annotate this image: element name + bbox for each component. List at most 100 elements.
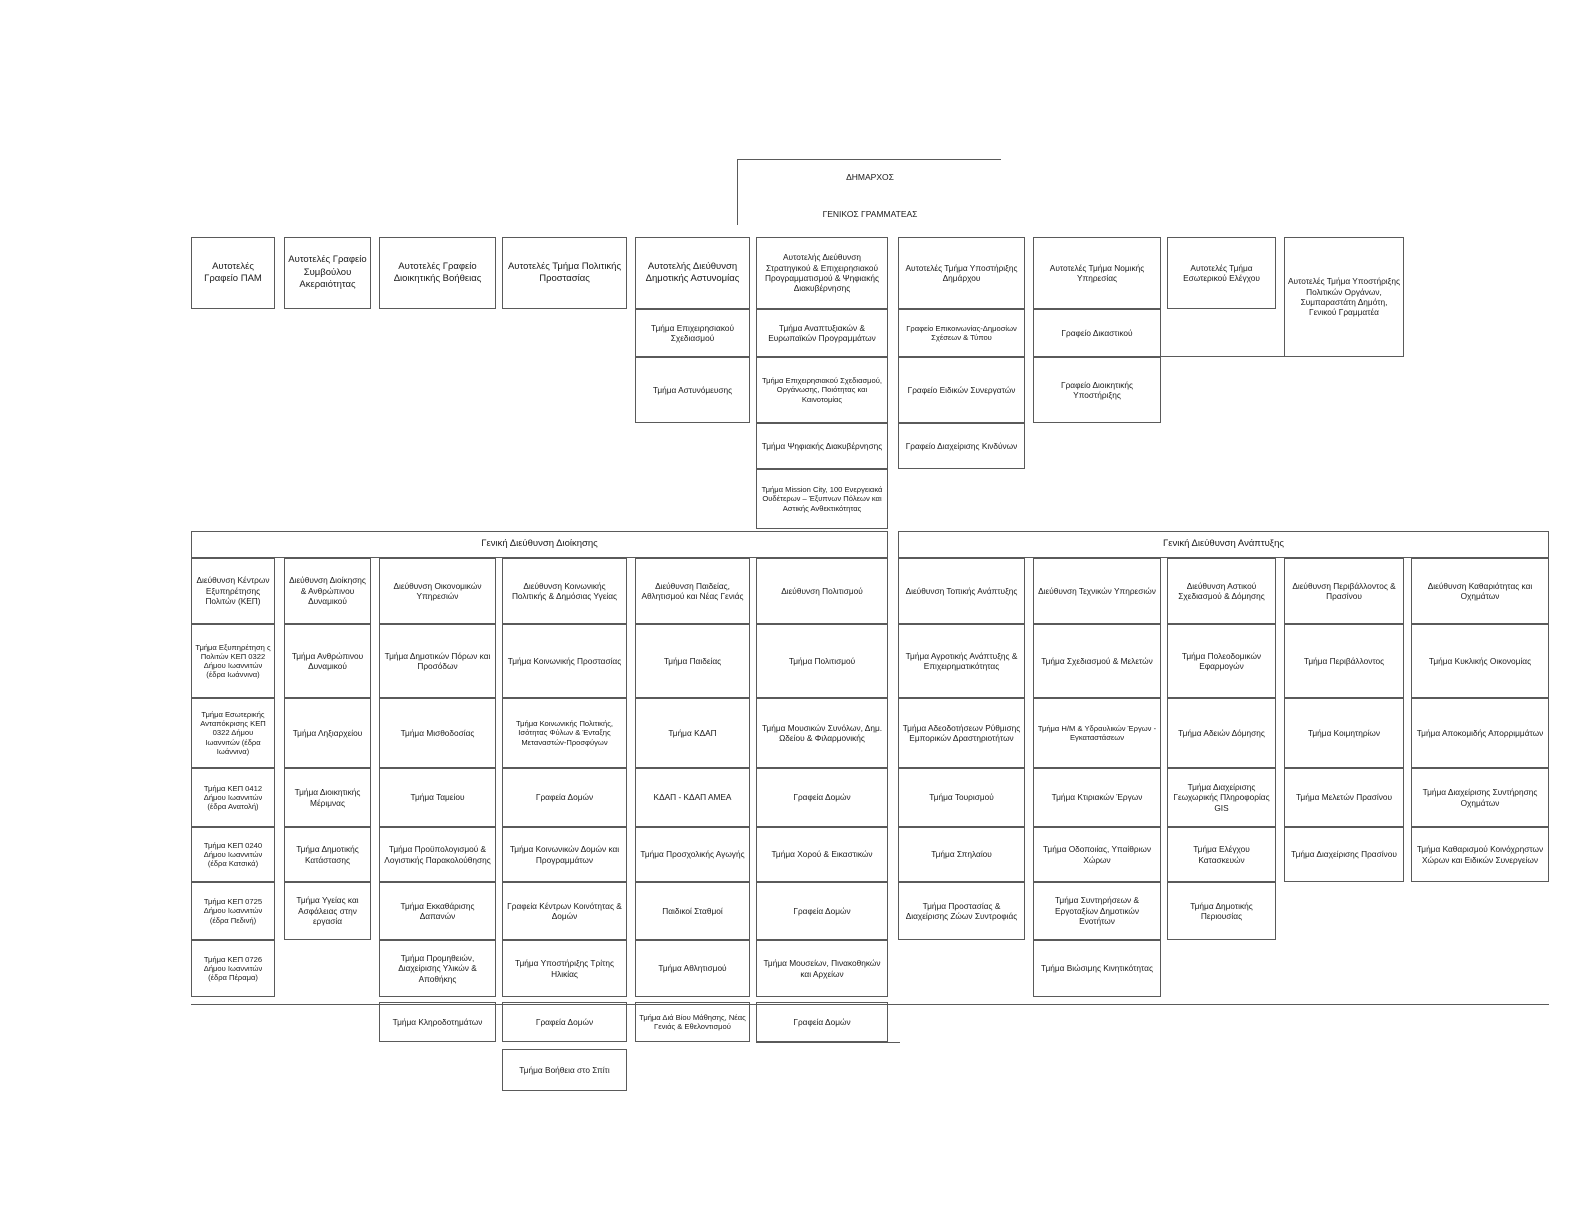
top-line xyxy=(737,159,1001,160)
legal-unit: Γραφείο Δικαστικού xyxy=(1033,309,1161,357)
education-unit: Τμήμα Προσχολικής Αγωγής xyxy=(635,827,750,882)
directorate-culture: Διεύθυνση Πολιτισμού xyxy=(756,558,888,624)
technical-services-unit: Τμήμα Οδοποιίας, Υπαίθριων Χώρων xyxy=(1033,827,1161,882)
directorate-admin-hr: Διεύθυνση Διοίκησης & Ανθρώπινου Δυναμικ… xyxy=(284,558,371,624)
cleaning-vehicles-unit: Τμήμα Κυκλικής Οικονομίας xyxy=(1411,624,1549,698)
culture-unit: Τμήμα Μουσικών Συνόλων, Δημ. Ωδείου & Φι… xyxy=(756,698,888,768)
finance-unit: Τμήμα Εκκαθάρισης Δαπανών xyxy=(379,882,496,940)
directorate-kep: Διεύθυνση Κέντρων Εξυπηρέτησης Πολιτών (… xyxy=(191,558,275,624)
admin-hr-unit: Τμήμα Δημοτικής Κατάστασης xyxy=(284,827,371,882)
kep-unit: Τμήμα ΚΕΠ 0240 Δήμου Ιωαννιτών (έδρα Κατ… xyxy=(191,827,275,882)
finance-unit: Τμήμα Δημοτικών Πόρων και Προσόδων xyxy=(379,624,496,698)
separator-line xyxy=(191,1004,1549,1005)
kep-unit: Τμήμα ΚΕΠ 0412 Δήμου Ιωαννιτών (έδρα Ανα… xyxy=(191,768,275,827)
mayor-support-unit: Γραφείο Διαχείρισης Κινδύνων xyxy=(898,423,1025,469)
finance-unit: Τμήμα Κληροδοτημάτων xyxy=(379,1002,496,1042)
culture-unit: Τμήμα Μουσείων, Πινακοθηκών και Αρχείων xyxy=(756,940,888,997)
culture-unit: Γραφεία Δομών xyxy=(756,882,888,940)
connector-line xyxy=(1161,356,1285,357)
environment-unit: Τμήμα Περιβάλλοντος xyxy=(1284,624,1404,698)
social-policy-unit: Τμήμα Βοήθεια στο Σπίτι xyxy=(502,1049,627,1091)
directorate-environment: Διεύθυνση Περιβάλλοντος & Πρασίνου xyxy=(1284,558,1404,624)
directorate-cleaning-vehicles: Διεύθυνση Καθαριότητας και Οχημάτων xyxy=(1411,558,1549,624)
admin-hr-unit: Τμήμα Διοικητικής Μέριμνας xyxy=(284,768,371,827)
independent-dept-legal: Αυτοτελές Τμήμα Νομικής Υπηρεσίας xyxy=(1033,237,1161,309)
directorate-social-policy: Διεύθυνση Κοινωνικής Πολιτικής & Δημόσια… xyxy=(502,558,627,624)
strategic-unit: Τμήμα Mission City, 100 Ενεργειακά Ουδέτ… xyxy=(756,469,888,529)
urban-planning-unit: Τμήμα Αδειών Δόμησης xyxy=(1167,698,1276,768)
general-directorate-admin: Γενική Διεύθυνση Διοίκησης xyxy=(191,531,888,558)
legal-unit: Γραφείο Διοικητικής Υποστήριξης xyxy=(1033,357,1161,423)
urban-planning-unit: Τμήμα Διαχείρισης Γεωχωρικής Πληροφορίας… xyxy=(1167,768,1276,827)
independent-office-pam: Αυτοτελές Γραφείο ΠΑΜ xyxy=(191,237,275,309)
mayor-support-unit: Γραφείο Επικοινωνίας-Δημοσίων Σχέσεων & … xyxy=(898,309,1025,357)
top-left-line xyxy=(737,159,738,225)
mayor-label: ΔΗΜΑΡΧΟΣ xyxy=(846,172,894,183)
general-secretary-label: ΓΕΝΙΚΟΣ ΓΡΑΜΜΑΤΕΑΣ xyxy=(822,209,918,220)
technical-services-unit: Τμήμα Συντηρήσεων & Εργοταξίων Δημοτικών… xyxy=(1033,882,1161,940)
culture-unit: Γραφεία Δομών xyxy=(756,1002,888,1042)
kep-unit: Τμήμα ΚΕΠ 0725 Δήμου Ιωαννιτών (έδρα Πεδ… xyxy=(191,882,275,940)
technical-services-unit: Τμήμα Κτιριακών Έργων xyxy=(1033,768,1161,827)
admin-hr-unit: Τμήμα Ανθρώπινου Δυναμικού xyxy=(284,624,371,698)
independent-dept-mayor-support: Αυτοτελές Τμήμα Υποστήριξης Δημάρχου xyxy=(898,237,1025,309)
general-directorate-development: Γενική Διεύθυνση Ανάπτυξης xyxy=(898,531,1549,558)
directorate-education: Διεύθυνση Παιδείας, Αθλητισμού και Νέας … xyxy=(635,558,750,624)
education-unit: Παιδικοί Σταθμοί xyxy=(635,882,750,940)
technical-services-unit: Τμήμα Σχεδιασμού & Μελετών xyxy=(1033,624,1161,698)
kep-unit: Τμήμα ΚΕΠ 0726 Δήμου Ιωαννιτών (έδρα Πέρ… xyxy=(191,940,275,997)
social-policy-unit: Γραφεία Κέντρων Κοινότητας & Δομών xyxy=(502,882,627,940)
cleaning-vehicles-unit: Τμήμα Καθαρισμού Κοινόχρηστων Χώρων και … xyxy=(1411,827,1549,882)
local-development-unit: Τμήμα Σπηλαίου xyxy=(898,827,1025,882)
police-unit: Τμήμα Αστυνόμευσης xyxy=(635,357,750,423)
culture-unit: Τμήμα Πολιτισμού xyxy=(756,624,888,698)
urban-planning-unit: Τμήμα Πολεοδομικών Εφαρμογών xyxy=(1167,624,1276,698)
independent-directorate-strategic: Αυτοτελής Διεύθυνση Στρατηγικού & Επιχει… xyxy=(756,237,888,309)
education-unit: Τμήμα Παιδείας xyxy=(635,624,750,698)
technical-services-unit: Τμήμα Βιώσιμης Κινητικότητας xyxy=(1033,940,1161,997)
culture-unit: Τμήμα Χορού & Εικαστικών xyxy=(756,827,888,882)
finance-unit: Τμήμα Ταμείου xyxy=(379,768,496,827)
directorate-finance: Διεύθυνση Οικονομικών Υπηρεσιών xyxy=(379,558,496,624)
directorate-urban-planning: Διεύθυνση Αστικού Σχεδιασμού & Δόμησης xyxy=(1167,558,1276,624)
local-development-unit: Τμήμα Αγροτικής Ανάπτυξης & Επιχειρηματι… xyxy=(898,624,1025,698)
finance-unit: Τμήμα Προμηθειών, Διαχείρισης Υλικών & Α… xyxy=(379,940,496,997)
education-unit: ΚΔΑΠ - ΚΔΑΠ ΑΜΕΑ xyxy=(635,768,750,827)
social-policy-unit: Τμήμα Υποστήριξης Τρίτης Ηλικίας xyxy=(502,940,627,997)
independent-dept-civil-protection: Αυτοτελές Τμήμα Πολιτικής Προστασίας xyxy=(502,237,627,309)
admin-hr-unit: Τμήμα Υγείας και Ασφάλειας στην εργασία xyxy=(284,882,371,940)
environment-unit: Τμήμα Διαχείρισης Πρασίνου xyxy=(1284,827,1404,882)
directorate-technical-services: Διεύθυνση Τεχνικών Υπηρεσιών xyxy=(1033,558,1161,624)
directorate-local-development: Διεύθυνση Τοπικής Ανάπτυξης xyxy=(898,558,1025,624)
strategic-unit: Τμήμα Επιχειρησιακού Σχεδιασμού, Οργάνωσ… xyxy=(756,357,888,423)
social-policy-unit: Τμήμα Κοινωνικής Πολιτικής, Ισότητας Φύλ… xyxy=(502,698,627,768)
finance-unit: Τμήμα Προϋπολογισμού & Λογιστικής Παρακο… xyxy=(379,827,496,882)
independent-office-admin-support: Αυτοτελές Γραφείο Διοικητικής Βοήθειας xyxy=(379,237,496,309)
education-unit: Τμήμα ΚΔΑΠ xyxy=(635,698,750,768)
admin-hr-unit: Τμήμα Ληξιαρχείου xyxy=(284,698,371,768)
kep-unit: Τμήμα Εσωτερικής Ανταπόκρισης ΚΕΠ 0322 Δ… xyxy=(191,698,275,768)
social-policy-unit: Γραφεία Δομών xyxy=(502,768,627,827)
mayor-support-unit: Γραφείο Ειδικών Συνεργατών xyxy=(898,357,1025,423)
strategic-unit: Τμήμα Αναπτυξιακών & Ευρωπαϊκών Προγραμμ… xyxy=(756,309,888,357)
cleaning-vehicles-unit: Τμήμα Αποκομιδής Απορριμμάτων xyxy=(1411,698,1549,768)
technical-services-unit: Τμήμα Η/Μ & Υδραυλικών Έργων - Εγκαταστά… xyxy=(1033,698,1161,768)
education-unit: Τμήμα Διά Βίου Μάθησης, Νέας Γενιάς & Εθ… xyxy=(635,1002,750,1042)
independent-dept-internal-audit: Αυτοτελές Τμήμα Εσωτερικού Ελέγχου xyxy=(1167,237,1276,309)
finance-unit: Τμήμα Μισθοδοσίας xyxy=(379,698,496,768)
environment-unit: Τμήμα Μελετών Πρασίνου xyxy=(1284,768,1404,827)
local-development-unit: Τμήμα Αδεοδοτήσεων Ρύθμισης Εμπορικών Δρ… xyxy=(898,698,1025,768)
local-development-unit: Τμήμα Προστασίας & Διαχείρισης Ζώων Συντ… xyxy=(898,882,1025,940)
urban-planning-unit: Τμήμα Ελέγχου Κατασκευών xyxy=(1167,827,1276,882)
strategic-unit: Τμήμα Ψηφιακής Διακυβέρνησης xyxy=(756,423,888,469)
police-unit: Τμήμα Επιχειρησιακού Σχεδιασμού xyxy=(635,309,750,357)
independent-office-integrity: Αυτοτελές Γραφείο Συμβούλου Ακεραιότητας xyxy=(284,237,371,309)
cleaning-vehicles-unit: Τμήμα Διαχείρισης Συντήρησης Οχημάτων xyxy=(1411,768,1549,827)
culture-unit: Γραφεία Δομών xyxy=(756,768,888,827)
independent-directorate-police: Αυτοτελής Διεύθυνση Δημοτικής Αστυνομίας xyxy=(635,237,750,309)
education-unit: Τμήμα Αθλητισμού xyxy=(635,940,750,997)
local-development-unit: Τμήμα Τουρισμού xyxy=(898,768,1025,827)
social-policy-unit: Τμήμα Κοινωνικής Προστασίας xyxy=(502,624,627,698)
independent-dept-political-support: Αυτοτελές Τμήμα Υποστήριξης Πολιτικών Ορ… xyxy=(1284,237,1404,357)
